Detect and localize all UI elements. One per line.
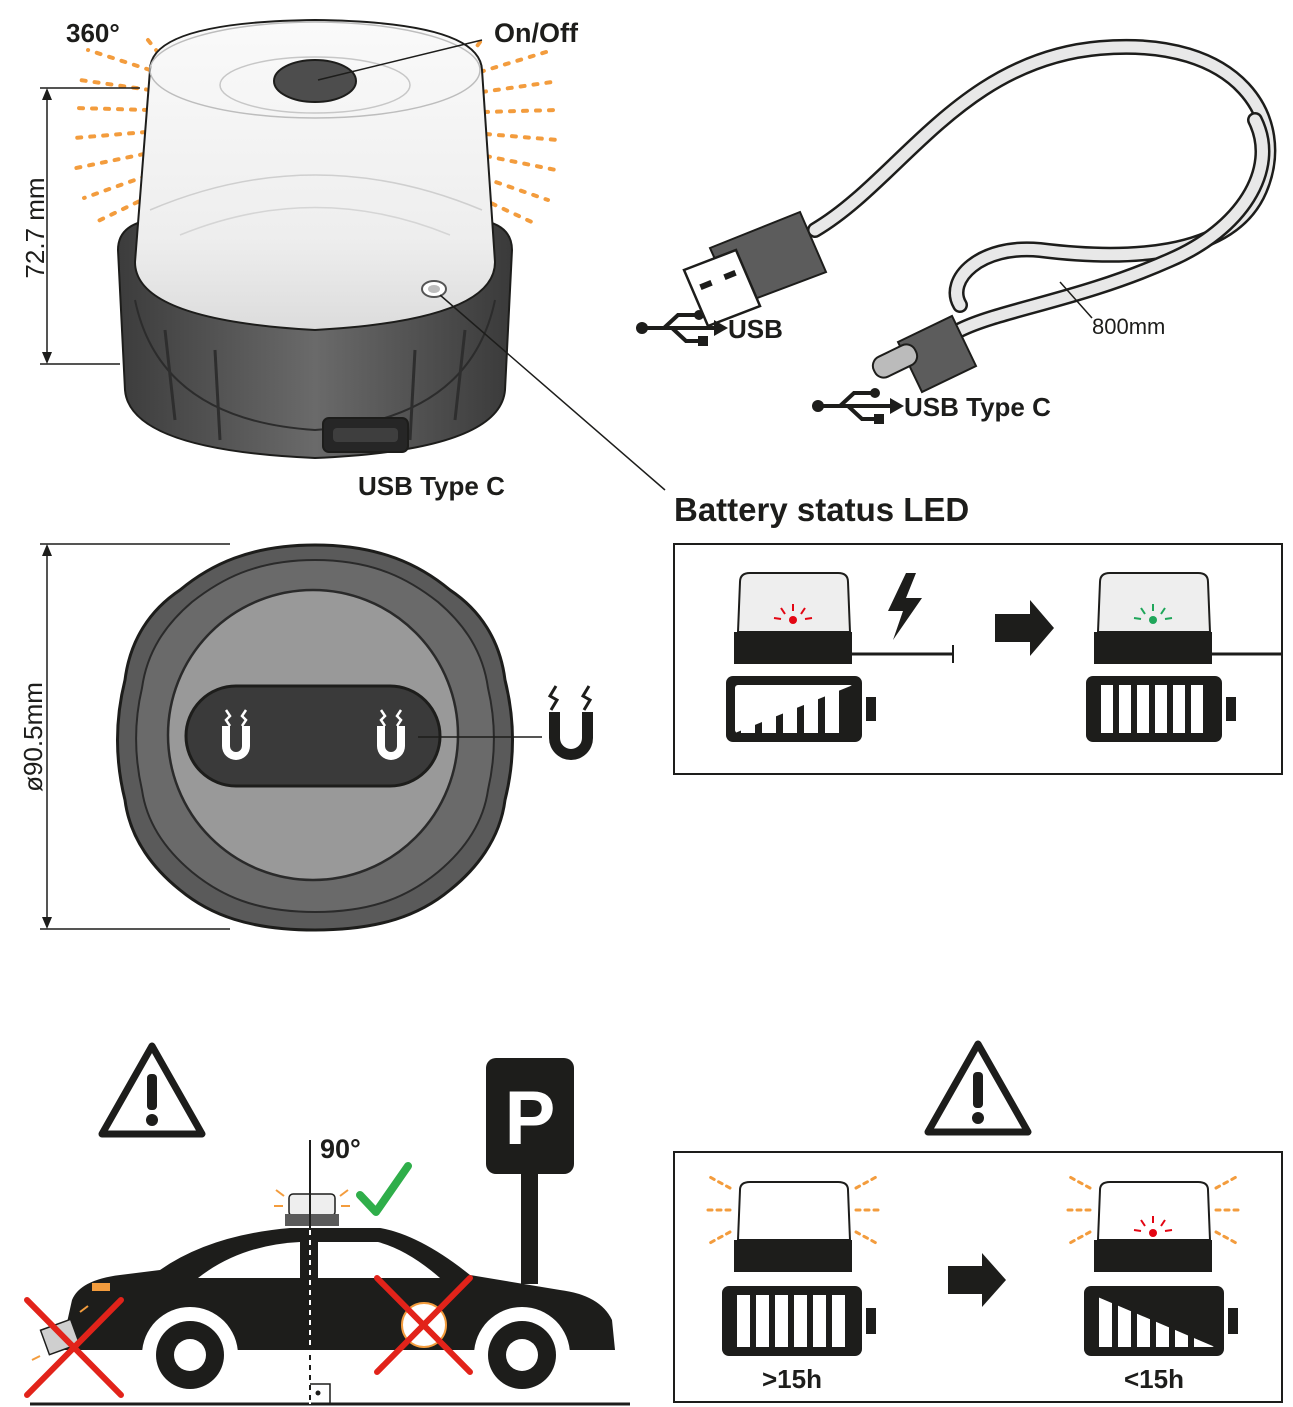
battery-status-title: Battery status LED bbox=[674, 491, 969, 528]
on-off-label: On/Off bbox=[494, 18, 579, 48]
usb-type-c-plug-label: USB Type C bbox=[904, 392, 1051, 422]
usb-cable: 800mm USB USB Type C bbox=[634, 38, 1277, 426]
battery-icon bbox=[1084, 1286, 1238, 1356]
battery-icon bbox=[1086, 676, 1236, 742]
beacon-side-view: 72.7 mm 360° On/Off USB Type C bbox=[20, 18, 666, 501]
runtime-panel: >15h bbox=[673, 1044, 1283, 1403]
beacon-flashing-low bbox=[1062, 1174, 1244, 1272]
car bbox=[30, 1228, 630, 1406]
parking-letter: P bbox=[505, 1076, 556, 1161]
battery-status-panel: Battery status LED bbox=[673, 491, 1283, 775]
usb-a-plug bbox=[682, 210, 828, 328]
beacon-charging bbox=[734, 572, 954, 664]
beacon-charged bbox=[1094, 572, 1282, 664]
cable-length-label: 800mm bbox=[1092, 314, 1165, 339]
warning-triangle-icon bbox=[102, 1046, 202, 1134]
cross-mark-icon bbox=[374, 1275, 473, 1375]
led-green bbox=[1149, 616, 1157, 624]
cross-mark-icon bbox=[24, 1297, 124, 1398]
angle-90-label: 90° bbox=[320, 1134, 361, 1164]
lightning-icon bbox=[888, 573, 922, 640]
parking-sign-icon: P bbox=[486, 1058, 574, 1284]
runtime-full-label: >15h bbox=[762, 1364, 822, 1394]
arrow-right-icon bbox=[948, 1253, 1006, 1307]
diameter-dimension bbox=[40, 543, 230, 930]
light-rays bbox=[72, 38, 560, 268]
usb-type-c-port-label: USB Type C bbox=[358, 471, 505, 501]
battery-icon bbox=[726, 676, 876, 742]
car-mounting-diagram: P 90° bbox=[24, 1046, 630, 1406]
beacon-bottom-view: ø90.5mm bbox=[18, 543, 593, 932]
height-dimension bbox=[40, 87, 140, 365]
arrow-right-icon bbox=[995, 600, 1054, 656]
diameter-label: ø90.5mm bbox=[18, 682, 48, 792]
angle-360-label: 360° bbox=[66, 18, 120, 48]
led-red bbox=[1149, 1229, 1157, 1237]
led-red bbox=[789, 616, 797, 624]
warning-triangle-icon bbox=[928, 1044, 1028, 1132]
runtime-low-label: <15h bbox=[1124, 1364, 1184, 1394]
roof-beacon bbox=[274, 1189, 350, 1226]
beacon-flashing bbox=[702, 1174, 884, 1272]
usb-symbol-icon bbox=[810, 386, 906, 426]
usb-c-plug bbox=[871, 314, 978, 394]
check-mark-icon bbox=[356, 1162, 412, 1216]
usb-plug-label: USB bbox=[728, 314, 783, 344]
height-label: 72.7 mm bbox=[20, 177, 50, 278]
magnet-icon bbox=[547, 685, 593, 760]
power-button-icon bbox=[273, 59, 357, 103]
battery-icon bbox=[722, 1286, 876, 1356]
